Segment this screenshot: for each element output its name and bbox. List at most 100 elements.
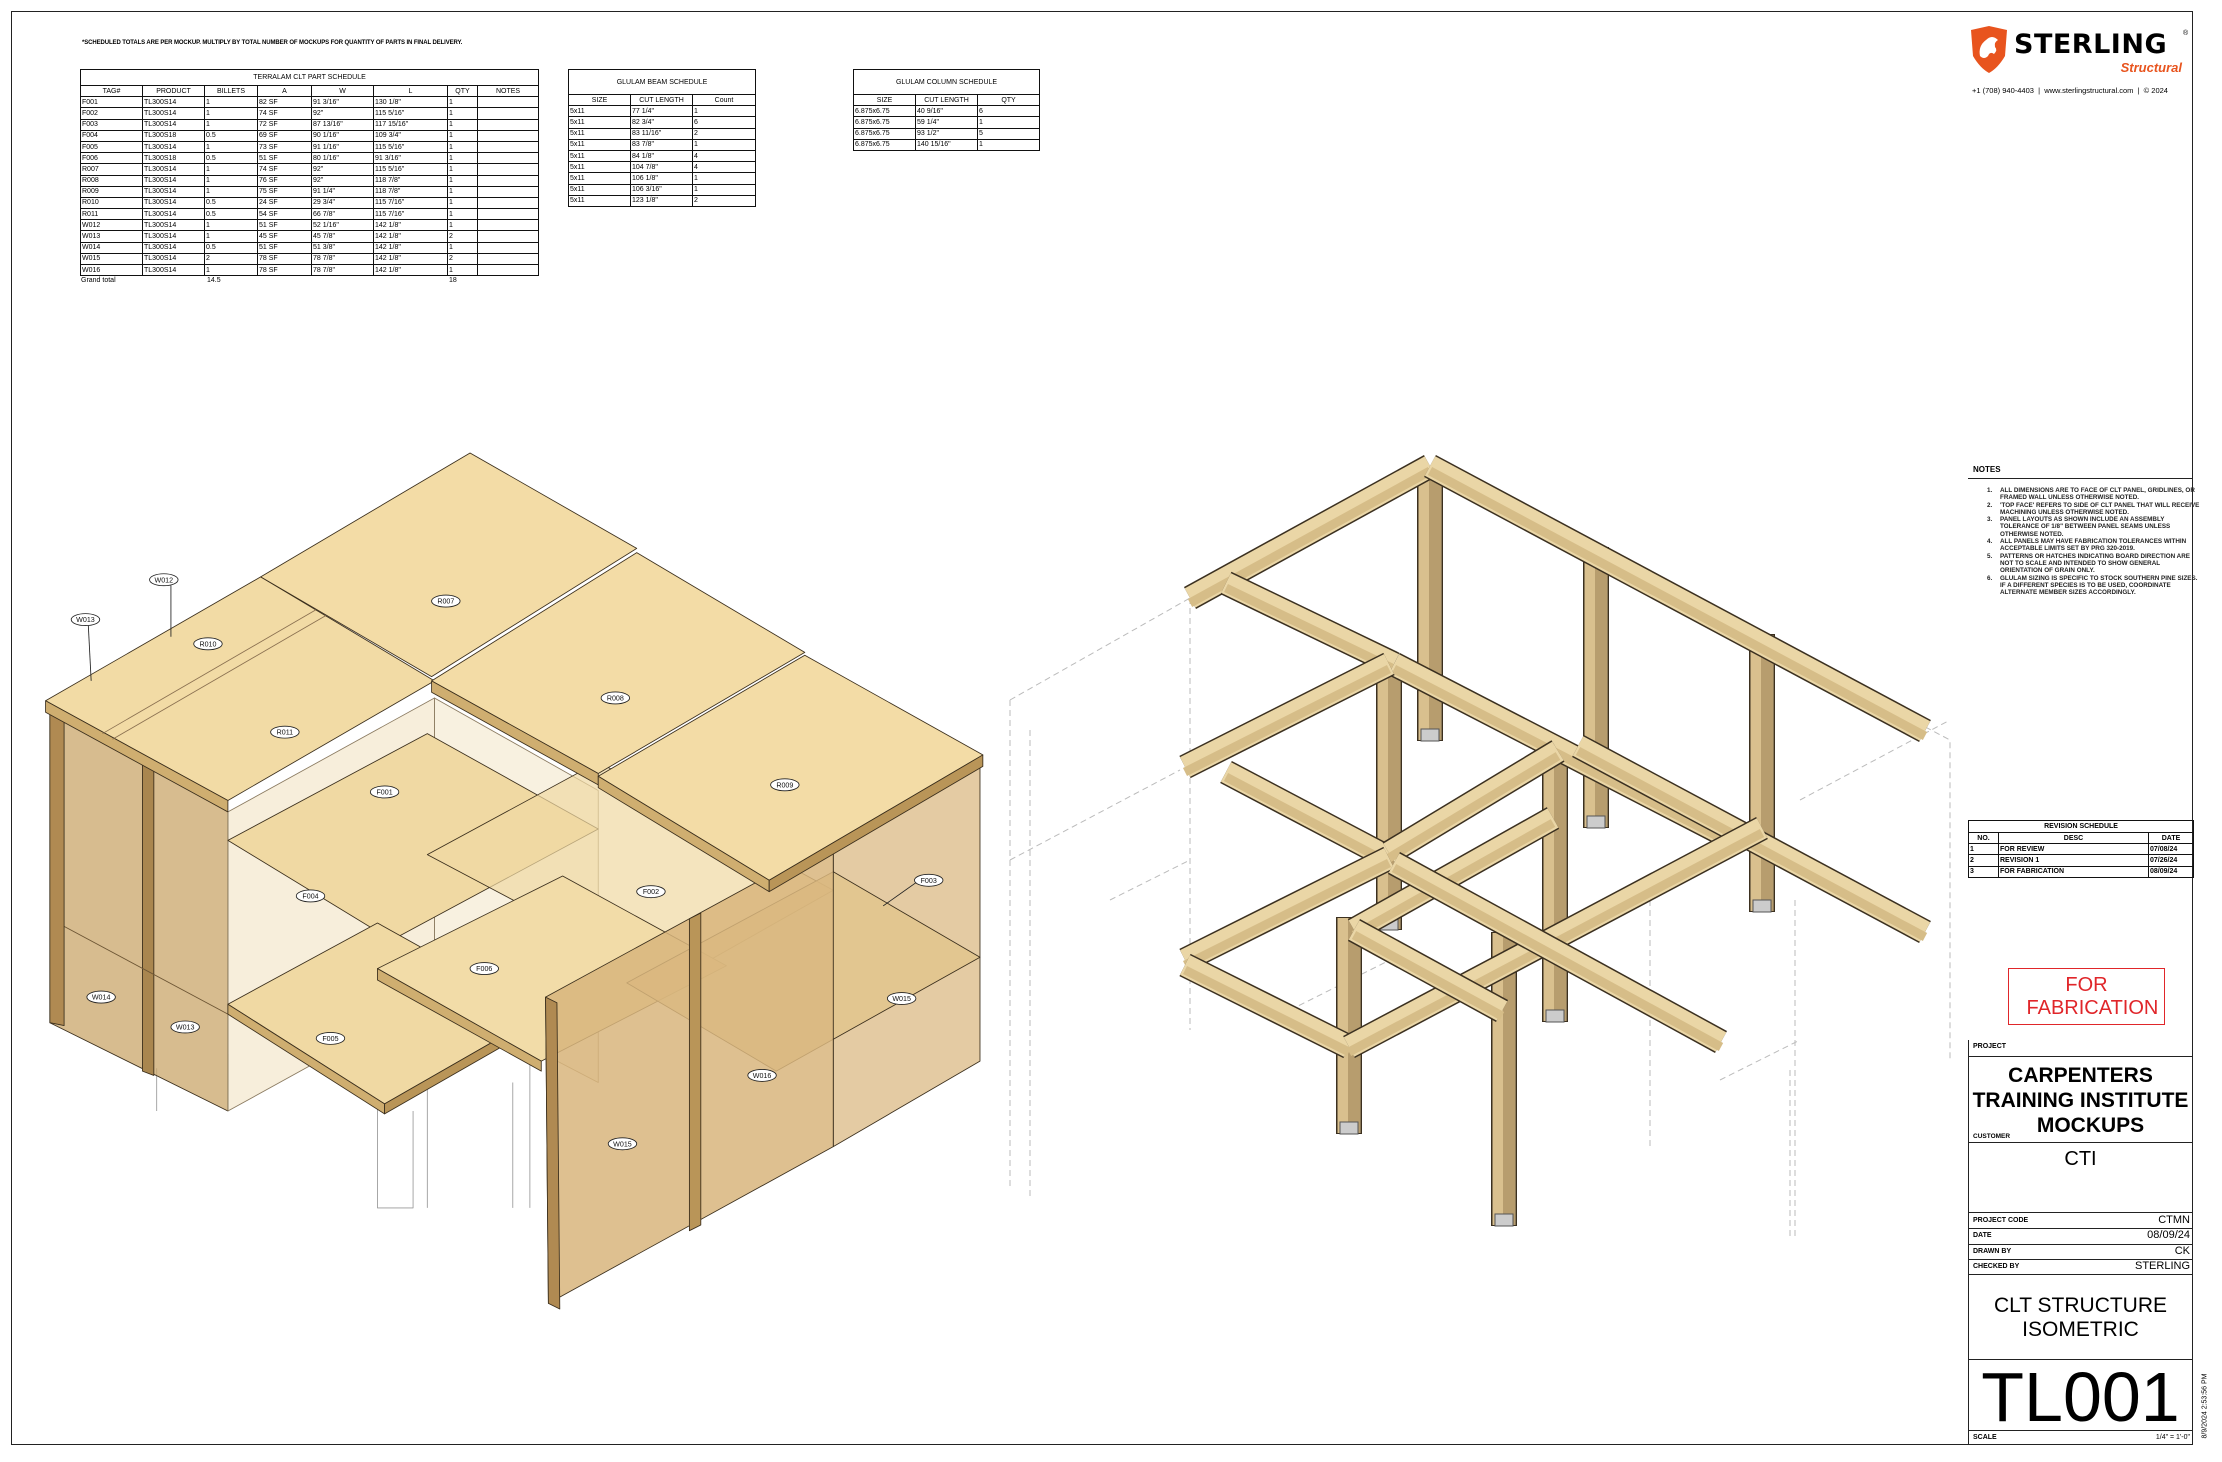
table-cell: 83 11/16" (630, 127, 693, 140)
panel-tag-r008: R008 (600, 691, 631, 705)
glulam-frame-isometric (1009, 454, 1951, 1240)
table-cell: 5x11 (568, 161, 631, 174)
scale-value: 1/4" = 1'-0" (2155, 1434, 2190, 1441)
table-cell: 5 (976, 127, 1041, 140)
table-cell: 115 7/16" (373, 196, 448, 210)
column-base-plate (1586, 815, 1606, 829)
table-cell: 140 15/16" (915, 138, 978, 151)
panel-tag-r010: R010 (193, 637, 223, 651)
panel-tag-w016: W016 (747, 1069, 777, 1082)
scale-label: SCALE (1973, 1434, 1997, 1441)
table-cell: 1 (691, 138, 757, 151)
table-cell: 08/09/24 (2147, 865, 2195, 878)
table-cell: 2 (691, 194, 757, 207)
table-cell: 3 (1968, 865, 1999, 878)
table-cell (476, 185, 540, 198)
panel-tag-f001: F001 (369, 785, 400, 799)
sheet-number: TL001 (1981, 1358, 2180, 1436)
table-cell: 84 1/8" (630, 149, 693, 163)
panel-tag-f005: F005 (315, 1031, 346, 1045)
sheet-border (11, 11, 2193, 1445)
table-cell: 92" (311, 174, 374, 187)
brand-name: STERLING (2014, 29, 2168, 60)
print-timestamp: 8/9/2024 2:53:56 PM (2201, 1373, 2209, 1439)
table-cell (476, 219, 540, 232)
table-cell: 0.5 (204, 129, 258, 142)
column-header: DATE (2147, 831, 2195, 845)
table-cell: 78 7/8" (311, 263, 374, 277)
table-cell: 142 1/8" (373, 230, 448, 243)
roof-panel-r007 (260, 452, 638, 678)
svg-text:R011: R011 (277, 729, 294, 737)
table-cell: 1 (976, 138, 1041, 151)
checked-by-label: CHECKED BY (1973, 1263, 2020, 1270)
table-cell: 66 7/8" (311, 208, 374, 221)
table-cell (476, 152, 540, 165)
drawn-by-label: DRAWN BY (1973, 1248, 2012, 1255)
panel-tag-w015: W015 (607, 1137, 638, 1151)
note-item: PANEL LAYOUTS AS SHOWN INCLUDE AN ASSEMB… (1994, 516, 2204, 538)
panel-tag-r007: R007 (431, 594, 461, 608)
table-cell: 80 1/16" (311, 152, 374, 165)
table-cell: 117 15/16" (373, 118, 448, 131)
project-line: TRAINING INSTITUTE (1972, 1089, 2189, 1112)
table-cell: 75 SF (257, 185, 312, 198)
project-name: CARPENTERS TRAINING INSTITUTE MOCKUPS (1968, 1063, 2193, 1138)
project-line: CARPENTERS (2008, 1064, 2153, 1087)
table-cell: 74 SF (257, 163, 312, 176)
schedule-title: REVISION SCHEDULE (1967, 820, 2195, 833)
table-cell: 118 7/8" (373, 185, 448, 198)
svg-text:R008: R008 (607, 695, 624, 703)
table-cell: 1 (204, 140, 258, 154)
svg-text:W016: W016 (753, 1072, 772, 1080)
brand-contact: +1 (708) 940-4403 | www.sterlingstructur… (1972, 86, 2168, 95)
table-cell: 51 SF (257, 241, 312, 254)
drawn-by: CK (2174, 1245, 2190, 1257)
table-cell: TL300S14 (142, 208, 205, 221)
table-cell: TL300S18 (142, 129, 205, 142)
table-cell: 93 1/2" (915, 127, 978, 140)
panel-tag-w012: W012 (149, 573, 179, 587)
table-cell: 1 (1968, 843, 1999, 856)
project-label: PROJECT (1973, 1043, 2007, 1050)
column-base-plate (1339, 1121, 1359, 1135)
project-line: MOCKUPS (2036, 1114, 2145, 1137)
table-cell: 4 (691, 161, 757, 174)
table-cell: FOR REVIEW (1998, 843, 2149, 856)
project-code-label: PROJECT CODE (1973, 1217, 2029, 1224)
schedule-title: GLULAM COLUMN SCHEDULE (852, 69, 1041, 95)
table-cell: 1 (204, 185, 258, 198)
table-cell: 142 1/8" (373, 241, 448, 254)
table-cell: W013 (80, 230, 143, 243)
table-cell (476, 129, 540, 142)
table-cell: 1 (691, 183, 757, 196)
table-cell (476, 230, 540, 243)
table-cell: 1 (204, 118, 258, 131)
svg-text:F001: F001 (376, 789, 392, 797)
panel-tag-r009: R009 (770, 778, 800, 792)
panel-tag-r011: R011 (270, 725, 300, 739)
table-cell: 5x11 (568, 127, 631, 140)
table-cell: 1 (447, 196, 478, 210)
column-base-plate (1420, 728, 1440, 742)
panel-tag-f003: F003 (914, 873, 944, 887)
table-cell: 142 1/8" (373, 263, 448, 277)
